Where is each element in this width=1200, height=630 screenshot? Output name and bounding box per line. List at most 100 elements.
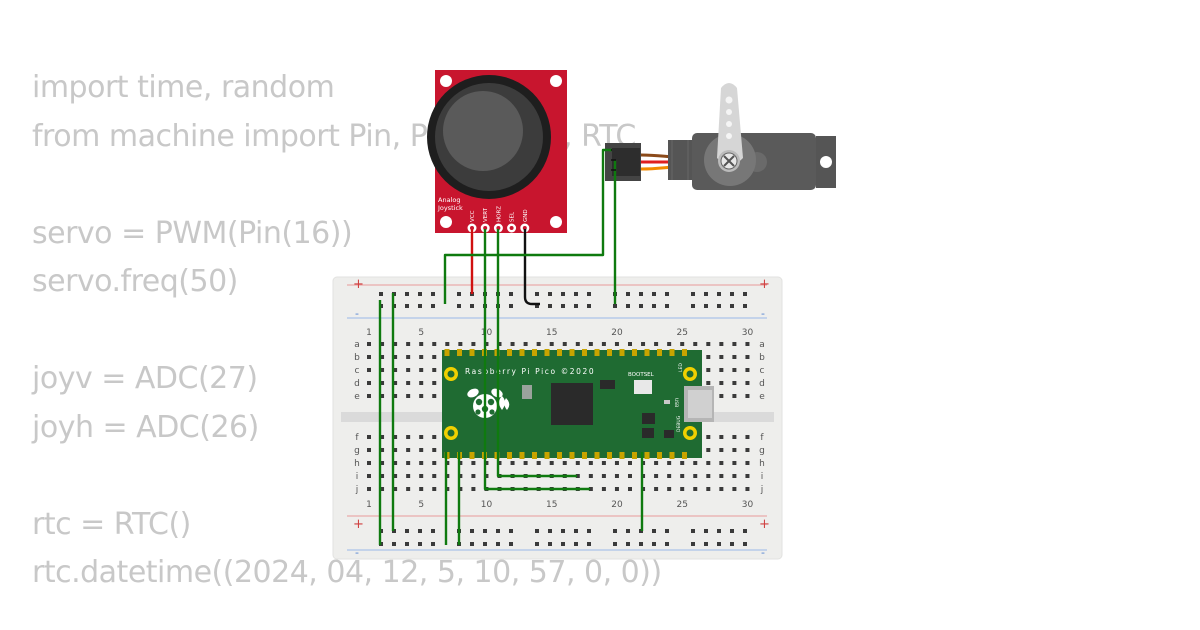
rail-hole [626,304,630,308]
breadboard-hole [732,474,737,478]
joystick-pin-label: GND [523,209,529,222]
breadboard-hole [393,435,398,439]
breadboard-hole [745,381,750,385]
rail-hole [431,304,435,308]
pico-pin [682,452,687,459]
rail-hole [717,292,721,296]
pico-title: Raspberry Pi Pico ©2020 [465,367,595,376]
breadboard-hole [419,368,424,372]
breadboard-hole [732,394,737,398]
pico-pin [544,452,550,459]
breadboard-hole [614,342,619,346]
breadboard-hole [432,435,437,439]
breadboard-hole [484,461,489,465]
breadboard-hole [693,474,698,478]
column-number: 5 [418,328,424,338]
breadboard-hole [458,487,463,491]
breadboard-hole [432,381,437,385]
row-letter: h [759,459,765,469]
pico-pin [519,349,525,356]
breadboard-hole [706,448,711,452]
pico-pin [607,349,612,356]
rail-hole [717,542,721,546]
bootsel-button[interactable] [634,380,652,394]
breadboard-hole [497,461,502,465]
breadboard-hole [419,474,424,478]
breadboard-hole [575,474,580,478]
column-number: 30 [742,500,754,510]
breadboard-hole [667,342,672,346]
breadboard-hole [732,381,737,385]
rail-hole [730,304,734,308]
rail-hole [743,529,747,533]
rail-hole [639,542,643,546]
joystick-pin-label: VERT [483,207,489,222]
pico-pin [532,349,537,356]
row-letter: j [760,485,764,495]
rail-hole [587,542,591,546]
rail-hole [548,529,552,533]
row-letter: f [760,433,764,443]
rail-hole [704,542,708,546]
breadboard-hole [484,474,489,478]
breadboard-hole [445,474,450,478]
pico-flash-chip [522,385,532,399]
breadboard-hole [601,474,606,478]
pico-pin [594,452,600,459]
breadboard-hole [706,355,711,359]
rail-hole [665,529,669,533]
breadboard-hole [406,342,411,346]
rail-hole [574,292,578,296]
rail-hole [587,304,591,308]
breadboard-hole [367,342,371,346]
breadboard-hole [680,461,685,465]
rail-hole [496,542,500,546]
rail-hole [639,304,643,308]
breadboard-hole [601,461,606,465]
breadboard-hole [706,381,711,385]
pico-pin [594,349,600,356]
breadboard-hole [380,355,385,359]
rail-hole [496,529,500,533]
servo-screw-icon [723,155,735,167]
breadboard-hole [575,342,580,346]
column-number: 25 [676,328,687,338]
rail-plus-tr: + [759,277,770,292]
breadboard-hole [393,448,398,452]
pico-pin [569,349,575,356]
rail-hole [626,542,630,546]
pico-pin [532,452,537,459]
wire-vert [483,229,590,491]
code-line: servo = PWM(Pin(16)) [32,215,353,251]
column-number: 20 [611,500,623,510]
rail-hole [613,542,617,546]
breadboard-hole [458,461,463,465]
row-letter: c [355,366,360,376]
servo-motor [605,83,836,190]
breadboard-hole [432,487,437,491]
usb-label: USB [673,398,679,407]
breadboard-hole [458,342,463,346]
joystick-knob [443,91,523,171]
rail-hole [418,292,422,296]
column-number: 15 [546,328,557,338]
row-letter: d [759,379,765,389]
rail-hole [561,304,565,308]
rail-hole [535,542,539,546]
row-letter: h [354,459,360,469]
breadboard-hole [406,381,411,385]
rail-hole [561,529,565,533]
breadboard-hole [706,435,711,439]
breadboard-hole [654,474,659,478]
rail-hole [704,292,708,296]
rail-hole [509,292,513,296]
rail-hole [574,304,578,308]
rail-hole [509,542,513,546]
rail-plus-bl: + [353,517,364,532]
pico-pin [657,349,662,356]
breadboard-hole [419,355,424,359]
breadboard-hole [732,435,737,439]
